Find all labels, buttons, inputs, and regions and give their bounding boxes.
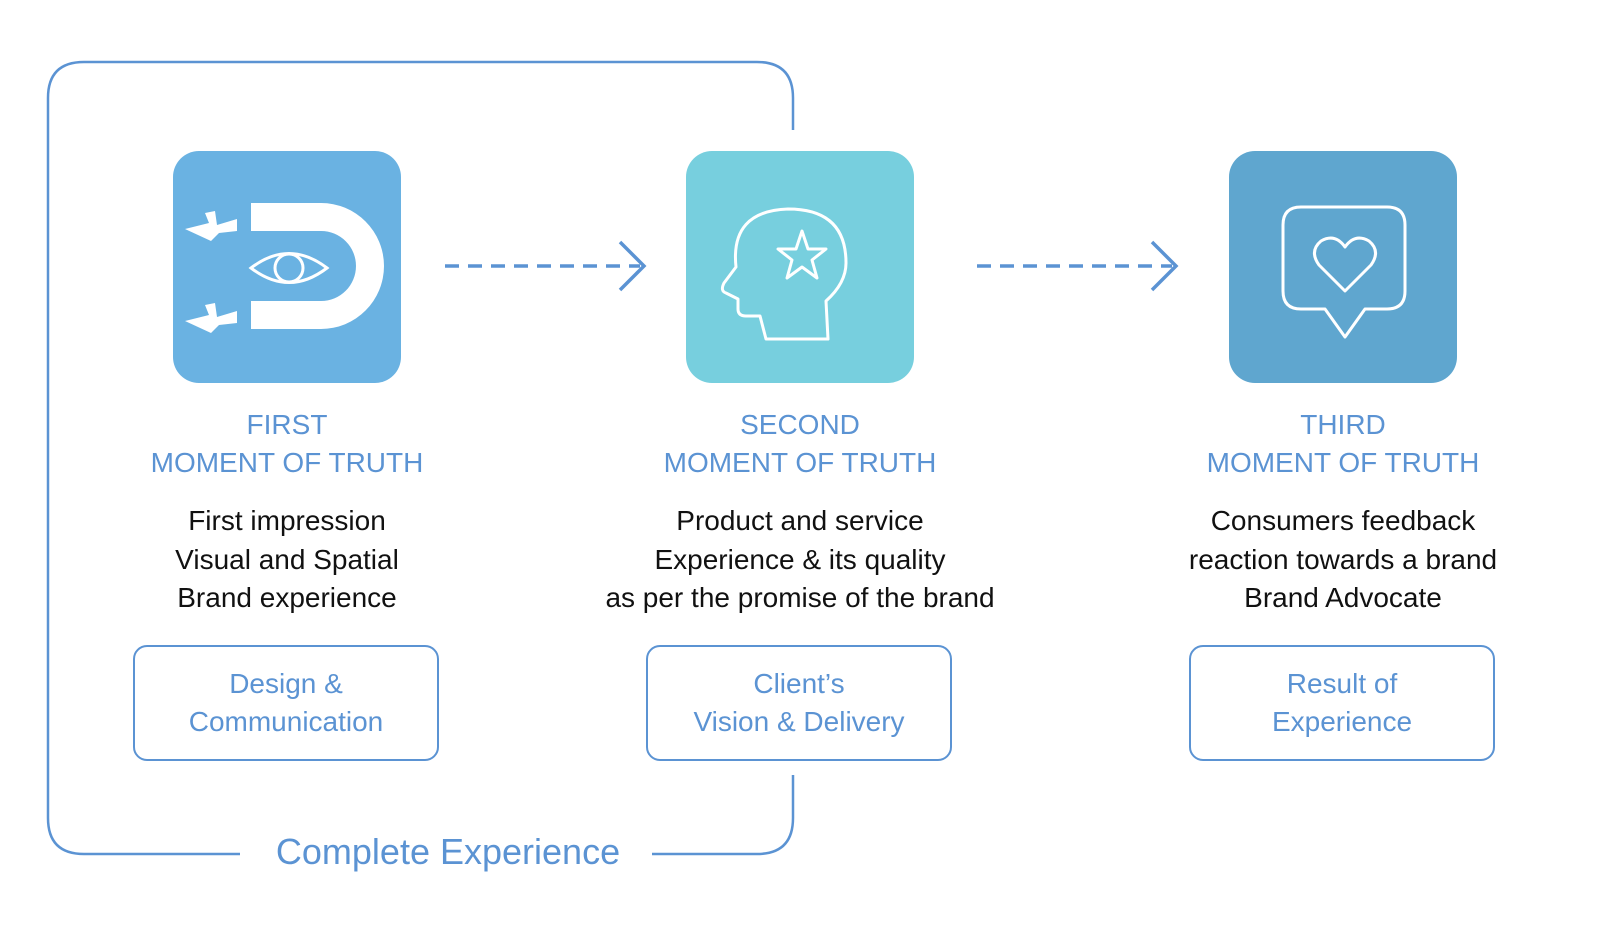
- magnet-eye-icon: [185, 203, 384, 333]
- arrow-2: [977, 240, 1179, 292]
- first-moment-tile: [173, 151, 401, 383]
- complete-experience-label: Complete Experience: [275, 831, 621, 872]
- first-moment-title: FIRST MOMENT OF TRUTH: [150, 409, 424, 478]
- first-moment-description: First impression Visual and Spatial Bran…: [175, 505, 399, 613]
- third-moment-title: THIRD MOMENT OF TRUTH: [1206, 409, 1480, 478]
- head-star-icon: [720, 207, 848, 341]
- third-moment-tile: [1229, 151, 1457, 383]
- second-moment-tile: [686, 151, 914, 383]
- second-moment-title: SECOND MOMENT OF TRUTH: [663, 409, 937, 478]
- third-moment-description: Consumers feedback reaction towards a br…: [1188, 505, 1498, 613]
- arrow-1: [445, 240, 647, 292]
- client-vision-delivery-box: Client’s Vision & Delivery: [646, 645, 952, 761]
- design-communication-box: Design & Communication: [133, 645, 439, 761]
- result-of-experience-box: Result of Experience: [1189, 645, 1495, 761]
- speech-heart-icon: [1281, 205, 1407, 339]
- second-moment-description: Product and service Experience & its qua…: [605, 505, 995, 613]
